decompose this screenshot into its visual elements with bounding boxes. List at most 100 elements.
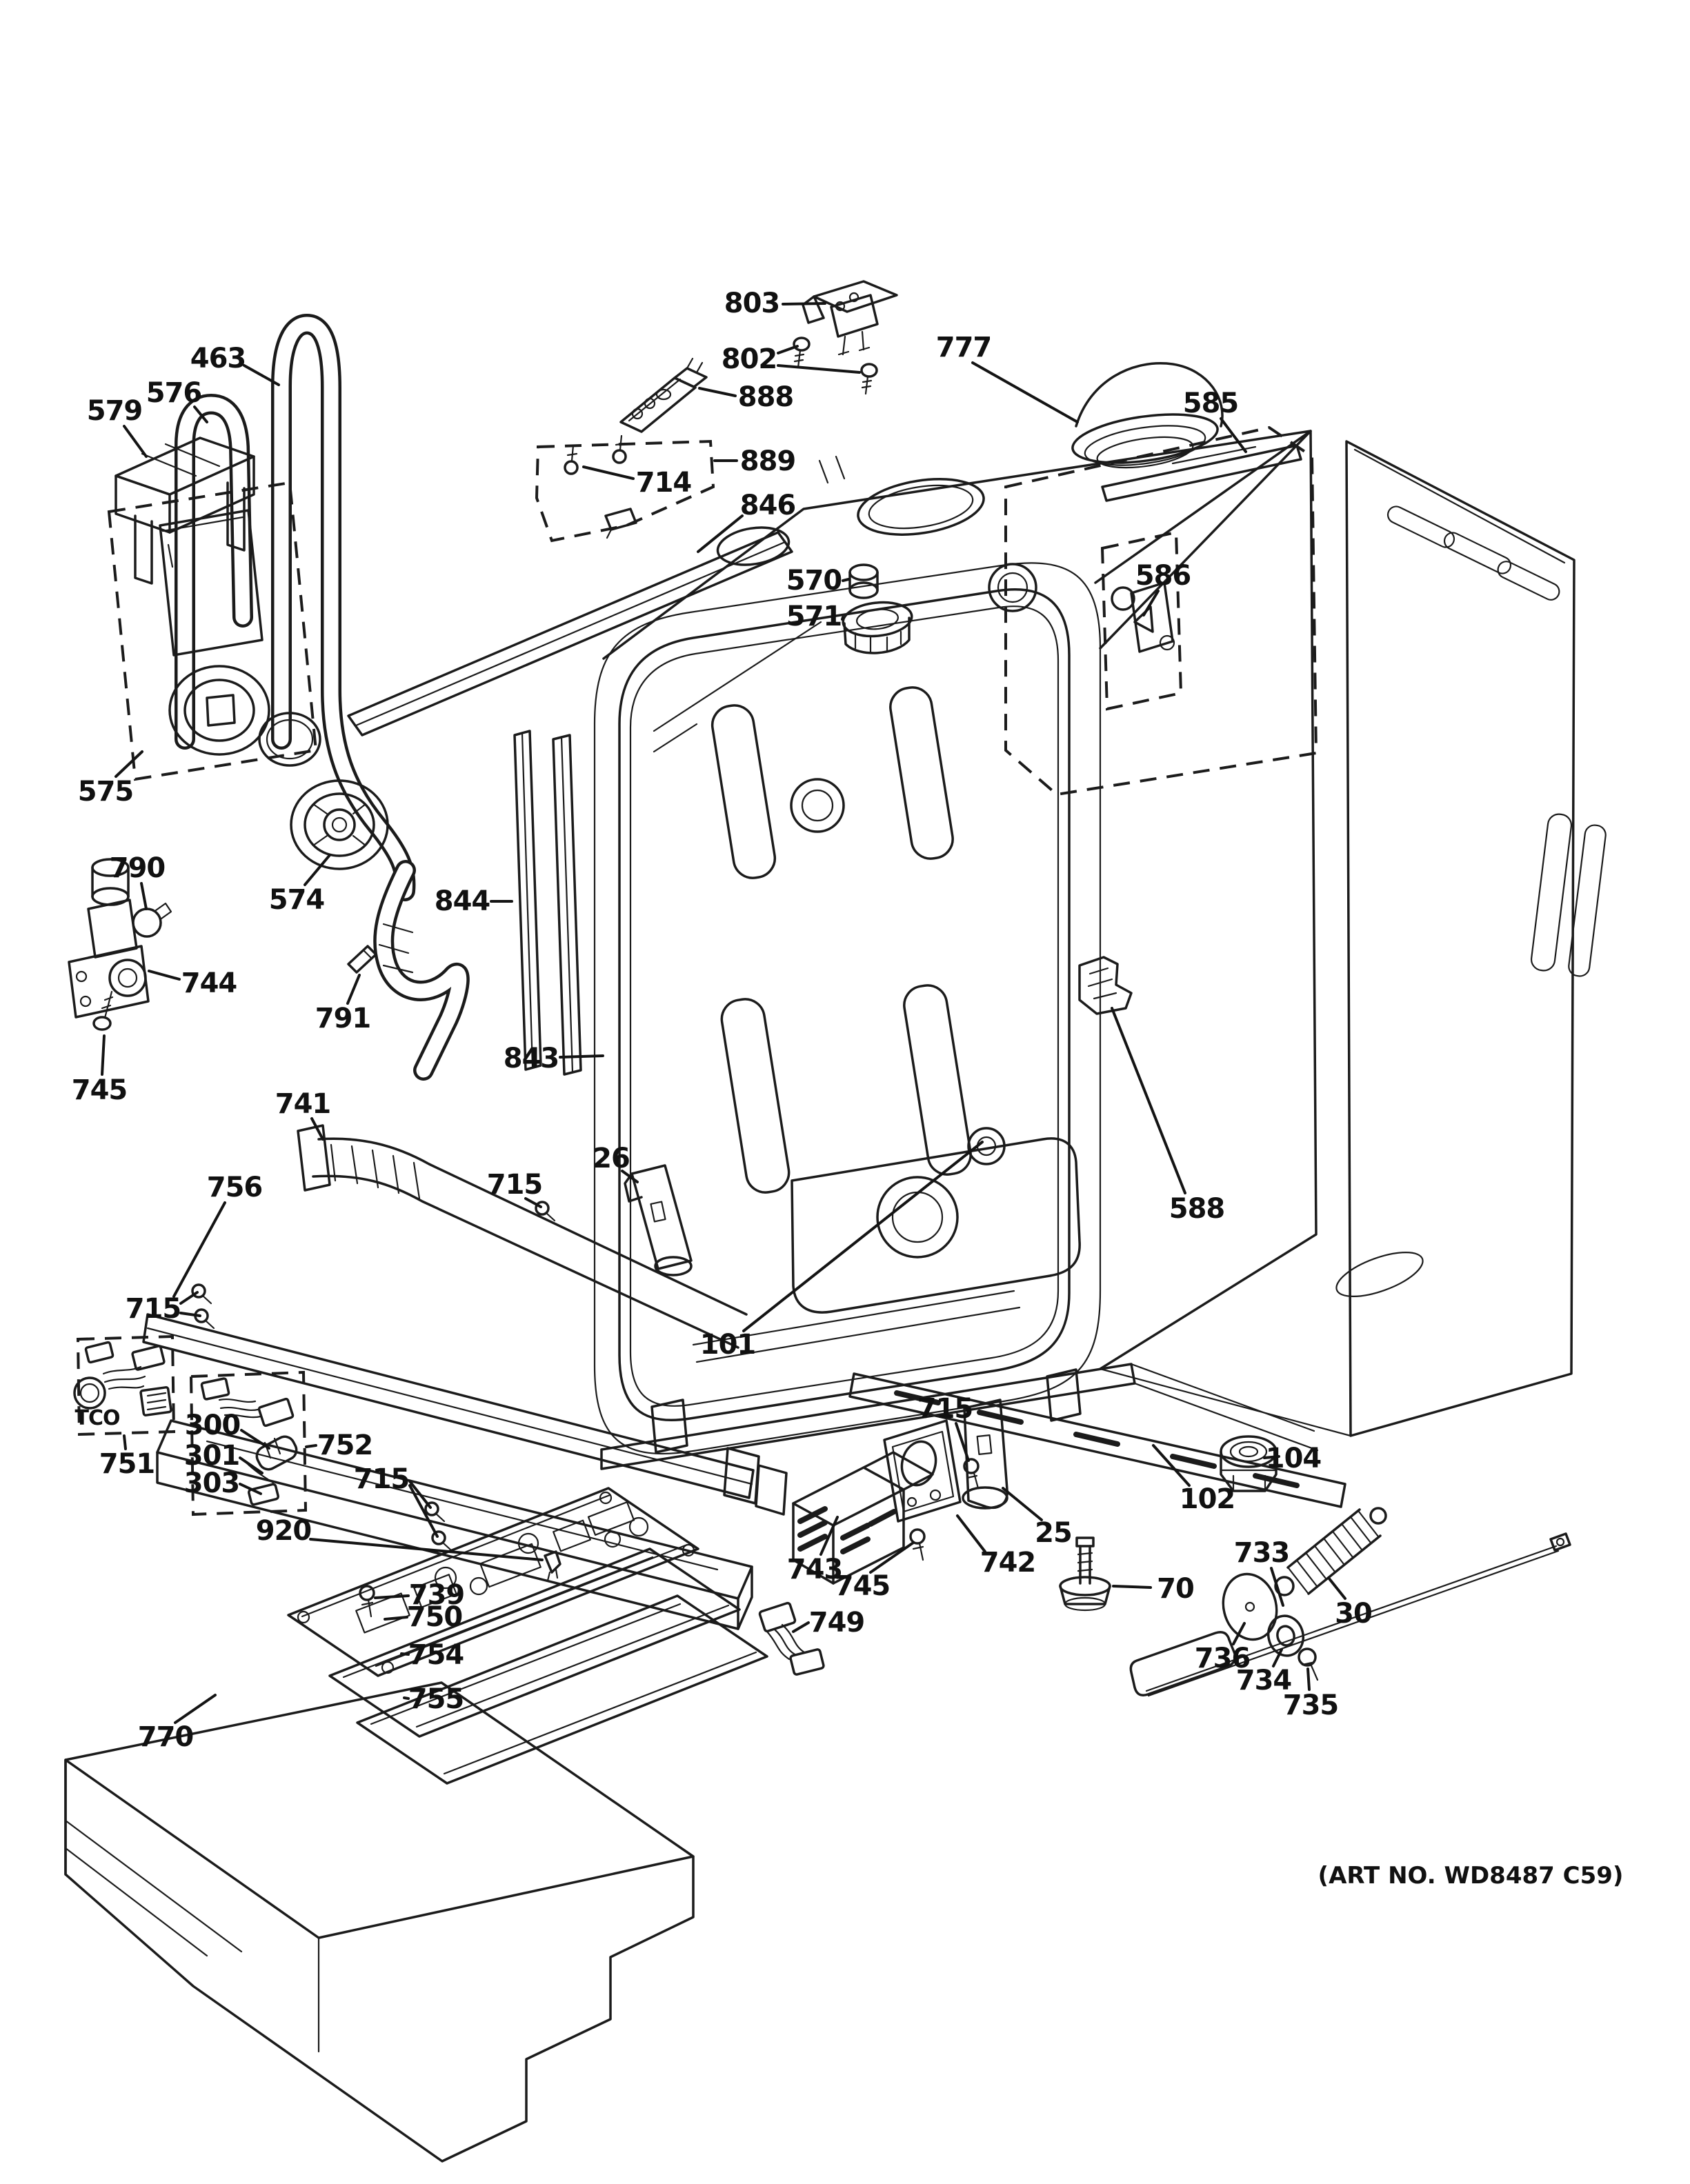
- leader-line-739: [374, 1594, 410, 1599]
- part-label-802: 802: [721, 343, 777, 375]
- part-label-770: 770: [137, 1721, 194, 1753]
- leader-line-843: [559, 1054, 604, 1059]
- fill-hose-hook: [175, 394, 253, 750]
- part-label-570: 570: [786, 565, 842, 597]
- leader-line-300: [240, 1429, 270, 1450]
- leader-line-920: [309, 1538, 544, 1561]
- part-label-585: 585: [1182, 388, 1239, 419]
- check-valve-fitting: [347, 945, 377, 974]
- part-label-754: 754: [408, 1639, 464, 1671]
- leader-line-791: [346, 974, 361, 1005]
- part-label-715e: 715: [917, 1393, 973, 1425]
- part-label-742: 742: [980, 1547, 1036, 1579]
- leader-line-303: [239, 1483, 262, 1495]
- mount-nut: [1220, 1435, 1278, 1492]
- part-label-574: 574: [268, 884, 325, 916]
- leader-line-715c: [408, 1480, 432, 1509]
- leader-line-715e: [955, 1422, 970, 1462]
- part-label-TCO: TCO: [74, 1406, 121, 1430]
- leader-line-714: [582, 465, 635, 480]
- part-label-463: 463: [190, 343, 246, 374]
- leader-line-70: [1112, 1585, 1152, 1589]
- leader-line-803: [782, 302, 826, 305]
- part-label-715a: 715: [125, 1293, 181, 1325]
- leader-line-752: [305, 1444, 317, 1448]
- leader-line-571: [841, 616, 844, 621]
- part-label-846: 846: [739, 490, 796, 521]
- control-board: [287, 1487, 699, 1677]
- leader-line-25: [1002, 1487, 1043, 1521]
- part-label-734: 734: [1235, 1665, 1292, 1696]
- part-label-301: 301: [183, 1440, 240, 1472]
- part-label-752: 752: [317, 1430, 373, 1461]
- part-label-715b: 715: [486, 1169, 543, 1201]
- leader-line-735: [1306, 1667, 1311, 1691]
- leader-line-751: [123, 1434, 127, 1450]
- front-trim-strip: [142, 1313, 788, 1516]
- valve-screw: [92, 990, 114, 1031]
- part-label-576: 576: [146, 377, 202, 409]
- foot-bracket: [962, 1399, 1008, 1510]
- leader-line-755: [403, 1696, 410, 1700]
- part-label-755: 755: [408, 1683, 464, 1715]
- part-label-300: 300: [184, 1410, 241, 1441]
- tub-front-flange: [593, 562, 1102, 1455]
- leader-line-744: [148, 970, 181, 981]
- leader-line-585: [1220, 417, 1247, 453]
- mounting-screw-kit-box: [535, 434, 715, 543]
- door-spring: [1274, 1507, 1387, 1596]
- leader-line-715b: [524, 1197, 542, 1208]
- part-label-739: 739: [408, 1579, 465, 1611]
- top-right-brace-region: [1004, 425, 1318, 797]
- leader-line-745b: [869, 1541, 915, 1574]
- base-screws: [909, 1458, 980, 1561]
- part-label-70: 70: [1157, 1573, 1195, 1605]
- part-label-733: 733: [1233, 1537, 1290, 1569]
- leader-line-30: [1327, 1576, 1346, 1600]
- part-label-586: 586: [1135, 560, 1191, 592]
- leader-line-715c: [408, 1484, 439, 1538]
- leader-line-586: [1142, 590, 1160, 617]
- board-pan: [356, 1594, 768, 1785]
- part-label-791: 791: [315, 1003, 371, 1034]
- part-label-26: 26: [593, 1143, 630, 1174]
- leader-line-733: [1270, 1567, 1284, 1607]
- front-trim-curved: [297, 1124, 748, 1349]
- tub-right-side: [1099, 430, 1318, 1370]
- part-label-751: 751: [99, 1448, 155, 1480]
- part-label-741: 741: [275, 1088, 331, 1120]
- part-label-843: 843: [503, 1043, 559, 1074]
- part-label-745b: 745: [834, 1570, 891, 1602]
- leader-line-741: [310, 1117, 324, 1141]
- strap-bracket: [624, 1164, 693, 1276]
- leader-line-888: [698, 387, 737, 397]
- part-label-575: 575: [77, 776, 134, 808]
- part-label-25: 25: [1035, 1517, 1073, 1549]
- part-label-756: 756: [206, 1172, 263, 1203]
- leader-line-802: [777, 364, 861, 374]
- part-label-588: 588: [1169, 1193, 1225, 1225]
- part-label-920: 920: [255, 1515, 312, 1547]
- leader-line-802: [777, 345, 799, 354]
- part-label-803: 803: [724, 288, 780, 319]
- leader-line-745a: [101, 1034, 106, 1076]
- part-label-777: 777: [935, 332, 992, 363]
- thermostat-screws: [793, 337, 878, 395]
- door-gasket: [618, 588, 1071, 1422]
- leader-line-26: [621, 1170, 639, 1183]
- part-label-102: 102: [1179, 1483, 1235, 1515]
- part-label-888: 888: [737, 381, 794, 413]
- leader-line-750: [384, 1616, 408, 1621]
- leader-line-102: [1152, 1444, 1191, 1487]
- art-number-caption: (ART NO. WD8487 C59): [1318, 1862, 1624, 1890]
- leader-line-574: [304, 854, 331, 886]
- latch-keeper-box: [1100, 530, 1183, 711]
- access-panel-bar: [156, 1419, 753, 1630]
- leader-line-463: [243, 364, 280, 386]
- board-standoff: [544, 1550, 561, 1582]
- hi-limit-thermostat: [802, 280, 898, 356]
- leader-line-570: [842, 578, 850, 582]
- vent-crinkle-tube: [1071, 362, 1224, 469]
